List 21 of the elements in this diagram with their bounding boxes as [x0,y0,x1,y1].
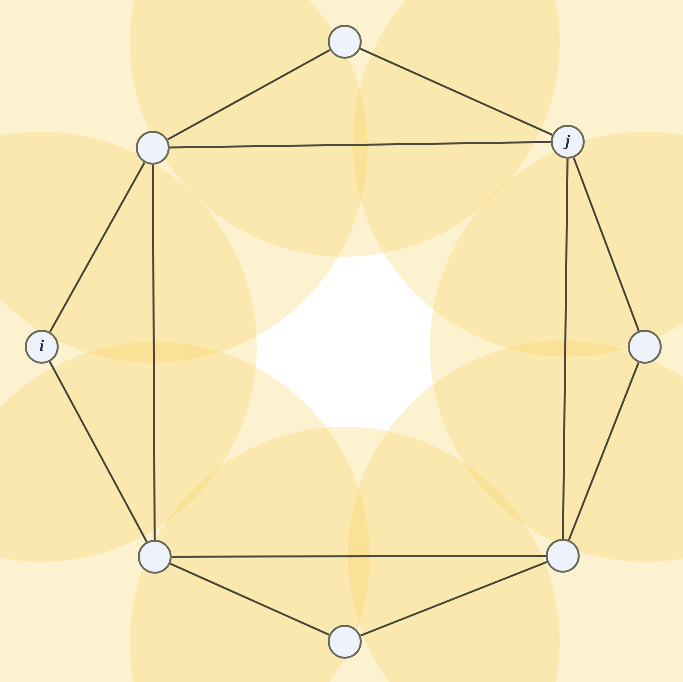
graph-vertex [328,25,362,59]
connector-line [568,362,640,541]
connector-line [573,158,640,332]
connector-line [49,162,146,333]
graph-vertex [136,131,170,165]
graph-vertex [25,330,59,364]
graph-vertex [546,539,580,573]
graph-vertex [551,125,585,159]
connector-line [562,158,569,540]
vertex-label: j [566,134,570,150]
vertex-label: i [40,339,44,355]
graph-vertex [328,625,362,659]
connector-line [49,362,148,542]
connector-line [172,555,546,558]
connector-line [360,48,553,136]
connector-line [170,563,330,636]
connector-line [152,165,156,540]
connector-line [360,561,548,637]
graph-vertex [138,540,172,574]
connector-line [170,141,552,149]
graph-vertex [628,330,662,364]
